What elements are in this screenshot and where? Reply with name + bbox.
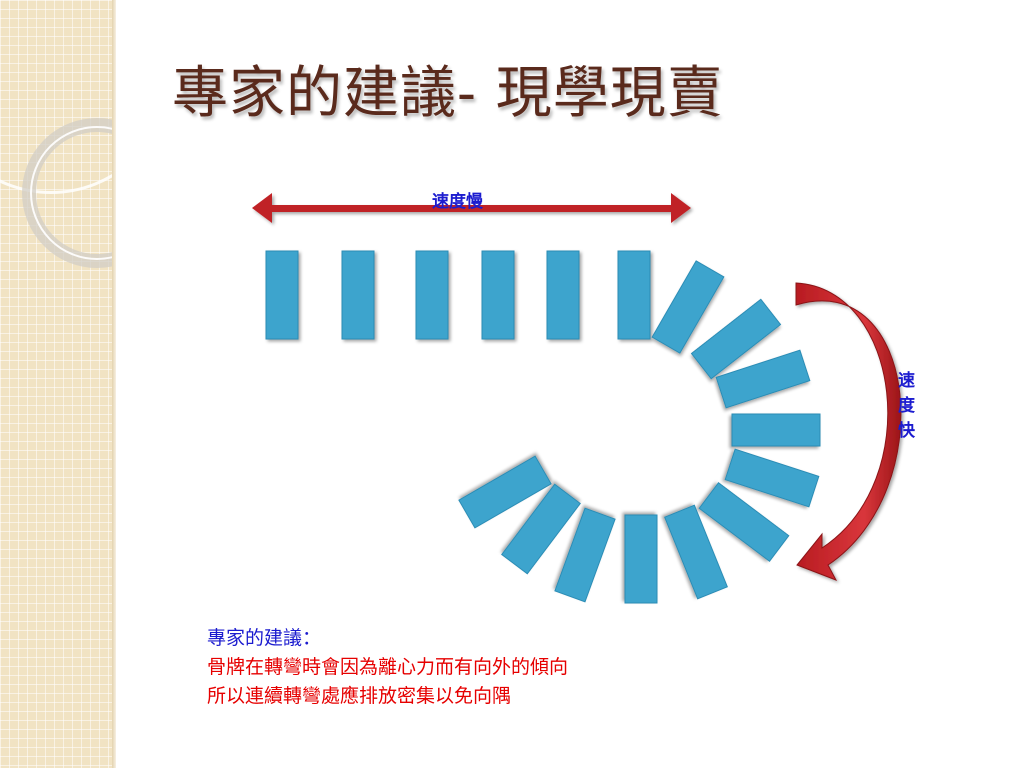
domino-group: [265, 250, 821, 604]
slide-title: 專家的建議- 現學現賣: [172, 61, 724, 126]
domino-tile: [546, 250, 580, 340]
advice-line: 所以連續轉彎處應排放密集以免向隅: [207, 685, 512, 707]
decorative-sidebar: [0, 0, 112, 768]
advice-line: 骨牌在轉彎時會因為離心力而有向外的傾向: [207, 656, 569, 678]
advice-heading: 專家的建議：: [207, 627, 322, 649]
domino-tile: [265, 250, 299, 340]
domino-tile: [341, 250, 375, 340]
domino-tile: [624, 514, 658, 604]
domino-tile: [617, 250, 651, 340]
slow-speed-arrow: [252, 193, 691, 223]
sidebar-edge: [112, 0, 116, 768]
fast-speed-label: 速度快: [898, 371, 915, 441]
domino-tile: [501, 483, 581, 575]
domino-tile: [698, 482, 790, 562]
domino-tile: [731, 413, 821, 447]
domino-tile: [724, 448, 820, 508]
advice-box: 專家的建議： 骨牌在轉彎時會因為離心力而有向外的傾向 所以連續轉彎處應排放密集以…: [207, 624, 568, 711]
domino-tile: [664, 504, 728, 600]
domino-tile: [715, 349, 811, 409]
domino-tile: [554, 507, 616, 603]
domino-tile: [651, 260, 725, 354]
domino-tile: [458, 455, 552, 529]
fast-speed-arrow: [795, 282, 902, 581]
domino-tile: [690, 298, 782, 380]
slow-speed-label: 速度慢: [432, 192, 483, 212]
domino-tile: [415, 250, 449, 340]
domino-tile: [481, 250, 515, 340]
